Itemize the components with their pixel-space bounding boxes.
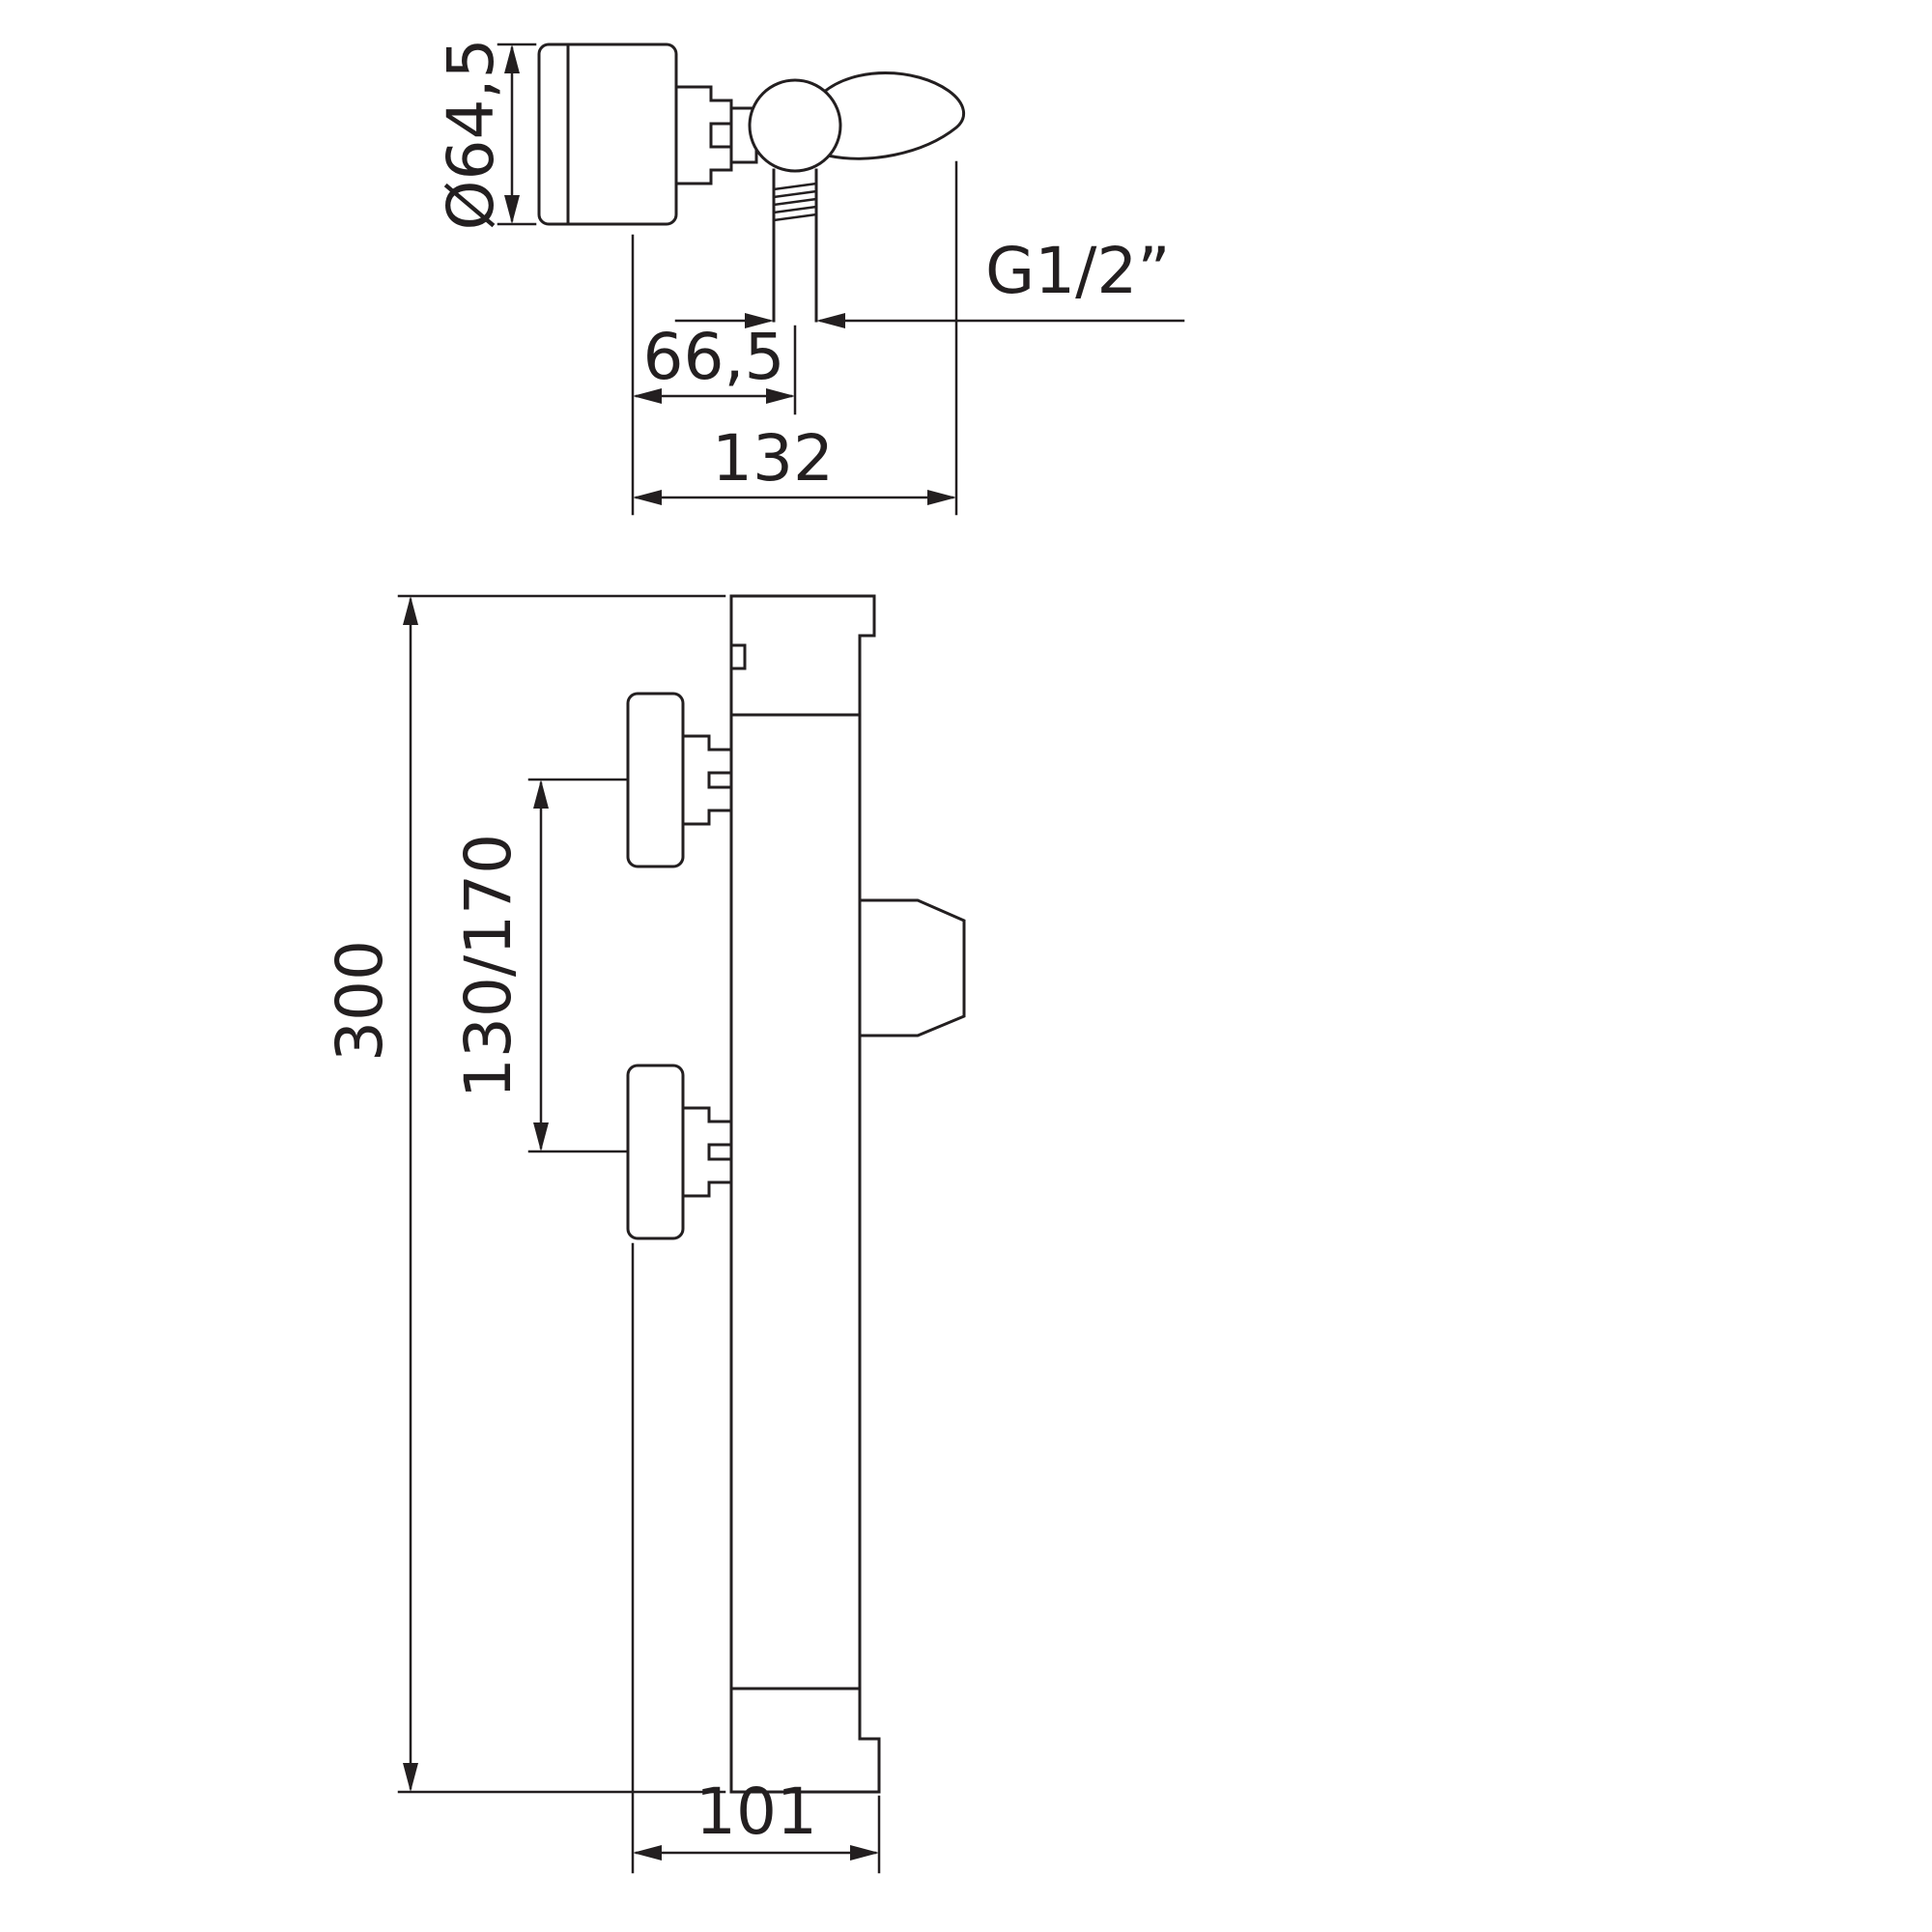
mixer-body-front-view (729, 594, 881, 1794)
dim-label-offset: 66,5 (643, 320, 785, 394)
connector-nut-upper (681, 734, 733, 826)
arrowhead (403, 1763, 418, 1792)
dim-width: 101 (631, 1242, 881, 1874)
arrowhead (633, 1845, 662, 1861)
arrowhead (633, 388, 662, 404)
valve-body-top-view (748, 78, 842, 173)
dim-depth: 132 (633, 160, 958, 516)
arrowhead (633, 490, 662, 505)
dim-spacing: 130/170 (451, 778, 628, 1153)
connector-nut-top-view (674, 85, 733, 185)
arrowhead (533, 780, 549, 809)
arrowhead (745, 313, 774, 328)
lever-handle-top-view (821, 71, 965, 160)
dim-label-diameter: Ø64,5 (434, 39, 508, 231)
top-view (537, 43, 965, 323)
front-view (626, 594, 966, 1794)
dim-thread: G1/2” (674, 234, 1185, 328)
connector-nut-lower (681, 1106, 733, 1198)
arrowhead (850, 1845, 879, 1861)
arrowhead (816, 313, 845, 328)
safety-button-detail (729, 643, 747, 670)
escutcheon-upper (626, 692, 685, 868)
dim-offset: 66,5 (631, 234, 797, 516)
arrowhead (766, 388, 795, 404)
arrowhead (504, 195, 520, 224)
outlet-protrusion (858, 898, 966, 1037)
escutcheon-top-view (537, 43, 678, 226)
arrowhead (504, 44, 520, 73)
escutcheon-lower (626, 1064, 685, 1240)
dim-label-thread: G1/2” (985, 234, 1171, 308)
dim-label-height: 300 (323, 940, 397, 1062)
dim-label-width: 101 (696, 1775, 817, 1849)
thread-hatching (772, 182, 818, 222)
arrowhead (927, 490, 956, 505)
dim-height: 300 (323, 594, 726, 1794)
dim-label-depth: 132 (712, 421, 834, 496)
dim-label-spacing: 130/170 (451, 834, 526, 1098)
arrowhead (403, 596, 418, 625)
dim-diameter: Ø64,5 (434, 39, 537, 231)
arrowhead (533, 1122, 549, 1151)
